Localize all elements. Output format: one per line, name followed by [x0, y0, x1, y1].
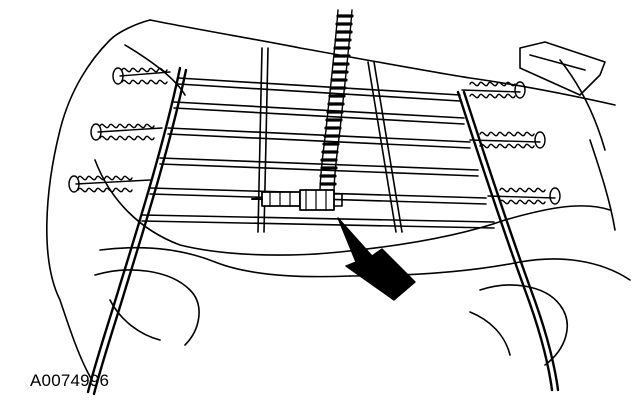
figure-id-label: A0074996 [30, 371, 110, 390]
electrical-connector [251, 189, 343, 211]
spring-left-middle [90, 123, 163, 141]
spring-left-bottom [68, 175, 151, 193]
spring-right-top [461, 81, 526, 99]
spring-right-middle [469, 131, 546, 149]
seat-tab-outline [519, 41, 606, 96]
wire-grid-horizontal [141, 77, 495, 229]
wiring-harness-conduit [319, 9, 354, 193]
spring-left-top [112, 67, 171, 85]
callout-arrow-icon [337, 217, 416, 301]
coil-springs-right [461, 81, 561, 205]
spring-right-bottom [487, 187, 561, 205]
wire-frame-rails [86, 66, 560, 396]
coil-springs-left [68, 67, 171, 193]
